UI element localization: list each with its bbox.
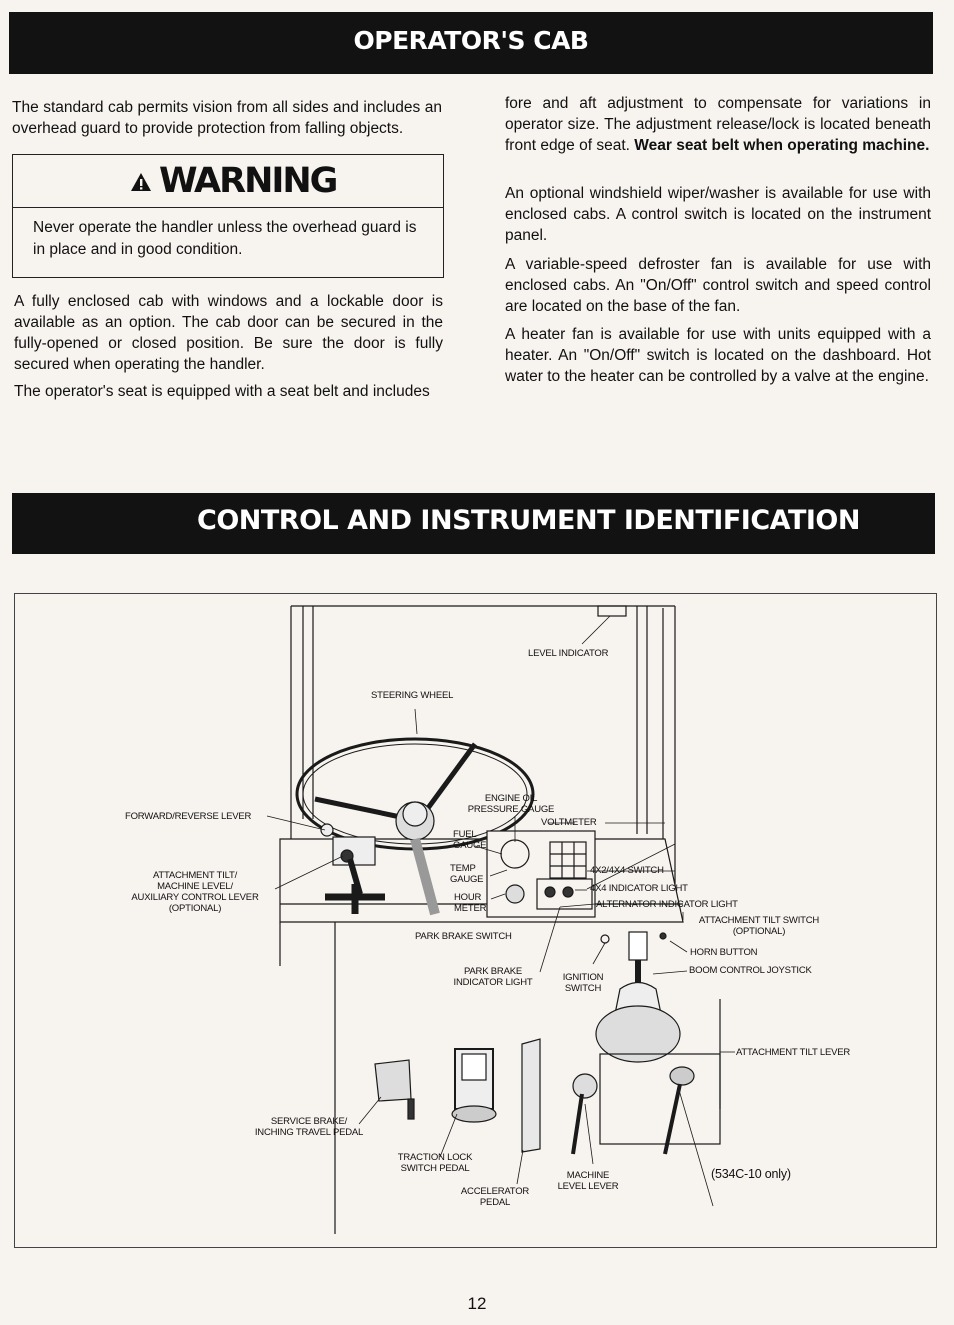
enclosed-cab-paragraph: A fully enclosed cab with windows and a … [14, 293, 443, 373]
label-horn-button: HORN BUTTON [690, 947, 758, 958]
label-boom-joystick: BOOM CONTROL JOYSTICK [689, 965, 812, 976]
seat-adjust-text: fore and aft adjustment to compensate fo… [505, 95, 931, 154]
label-attachment-tilt-control: ATTACHMENT TILT/ MACHINE LEVEL/ AUXILIAR… [120, 870, 270, 914]
cab-intro-paragraph: The standard cab permits vision from all… [12, 99, 442, 137]
label-voltmeter: VOLTMETER [541, 817, 597, 828]
label-attach-tilt-line4: (OPTIONAL) [168, 903, 222, 914]
label-engine-oil-line2: PRESSURE GAUGE [467, 804, 555, 815]
label-hour-meter: HOUR METER [454, 892, 486, 914]
cab-controls-drawing [266, 605, 735, 1234]
warning-header: WARNING [13, 155, 443, 208]
label-traction-lock-pedal: TRACTION LOCK SWITCH PEDAL [385, 1152, 485, 1174]
wiper-paragraph: An optional windshield wiper/washer is a… [505, 185, 931, 244]
label-4x4-indicator-light: 4X4 INDICATOR LIGHT [590, 883, 688, 894]
label-service-line1: SERVICE BRAKE/ [270, 1116, 348, 1127]
label-attachment-tilt-switch: ATTACHMENT TILT SWITCH (OPTIONAL) [683, 915, 835, 937]
label-temp-gauge: TEMP GAUGE [450, 863, 484, 885]
label-accel-line2: PEDAL [479, 1197, 511, 1208]
label-engine-oil-gauge: ENGINE OIL PRESSURE GAUGE [461, 793, 561, 815]
label-ignition-line2: SWITCH [564, 983, 602, 994]
label-machine-level-lever: MACHINE LEVEL LEVER [550, 1170, 626, 1192]
label-model-note: (534C-10 only) [711, 1167, 791, 1181]
label-park-brake-switch: PARK BRAKE SWITCH [415, 931, 512, 942]
label-level-indicator: LEVEL INDICATOR [528, 648, 609, 659]
operators-cab-banner: OPERATOR'S CAB [9, 12, 933, 74]
warning-text: Never operate the handler unless the ove… [33, 219, 417, 258]
label-ignition-line1: IGNITION [562, 972, 604, 983]
label-fuel-line2: GAUGE [453, 840, 487, 851]
warning-title: WARNING [159, 161, 338, 201]
label-park-ind-line1: PARK BRAKE [463, 966, 522, 977]
label-ignition-switch: IGNITION SWITCH [555, 972, 611, 994]
leader-lines [266, 615, 735, 1207]
label-4x2-4x4-switch: 4X2/4X4 SWITCH [590, 865, 664, 876]
label-attach-tilt-line2: MACHINE LEVEL/ [157, 881, 233, 892]
control-identification-figure: LEVEL INDICATOR STEERING WHEEL FORWARD/R… [14, 593, 937, 1248]
label-traction-line1: TRACTION LOCK [397, 1152, 473, 1163]
page-number: 12 [467, 1294, 487, 1313]
label-tilt-switch-line1: ATTACHMENT TILT SWITCH [698, 915, 820, 926]
label-accelerator-pedal: ACCELERATOR PEDAL [450, 1186, 540, 1208]
operators-cab-title: OPERATOR'S CAB [353, 26, 589, 55]
pedals-drawing [374, 1038, 541, 1153]
label-tilt-switch-line2: (OPTIONAL) [732, 926, 786, 937]
label-service-brake-pedal: SERVICE BRAKE/ INCHING TRAVEL PEDAL [239, 1116, 379, 1138]
label-hour-line2: METER [454, 903, 487, 914]
label-fuel-gauge: FUEL GAUGE [453, 829, 487, 851]
label-temp-line1: TEMP [450, 863, 476, 874]
label-forward-reverse-lever: FORWARD/REVERSE LEVER [125, 811, 252, 822]
left-panel-drawing [325, 836, 385, 914]
label-attach-tilt-line3: AUXILIARY CONTROL LEVER [131, 892, 259, 903]
warning-box: WARNING Never operate the handler unless… [12, 154, 444, 278]
label-alternator-indicator: ALTERNATOR INDICATOR LIGHT [596, 899, 738, 910]
seat-paragraph-start: The operator's seat is equipped with a s… [14, 383, 430, 400]
floor-levers-drawing [571, 1066, 695, 1155]
label-park-ind-line2: INDICATOR LIGHT [453, 977, 533, 988]
joystick-drawing [595, 931, 721, 1145]
defroster-paragraph: A variable-speed defroster fan is availa… [505, 256, 931, 315]
label-service-line2: INCHING TRAVEL PEDAL [254, 1127, 364, 1138]
controls-banner: CONTROL AND INSTRUMENT IDENTIFICATION [12, 493, 935, 554]
instrument-cluster-drawing [486, 830, 667, 944]
label-temp-line2: GAUGE [450, 874, 484, 885]
label-accel-line1: ACCELERATOR [460, 1186, 530, 1197]
label-fuel-line1: FUEL [453, 829, 477, 840]
seat-adjust-paragraph: fore and aft adjustment to compensate fo… [505, 93, 931, 156]
label-hour-line1: HOUR [454, 892, 482, 903]
heater-paragraph: A heater fan is available for use with u… [505, 326, 931, 385]
label-machine-level-line1: MACHINE [566, 1170, 610, 1181]
label-machine-level-line2: LEVEL LEVER [557, 1181, 619, 1192]
label-engine-oil-line1: ENGINE OIL [484, 793, 538, 804]
controls-title: CONTROL AND INSTRUMENT IDENTIFICATION [197, 505, 860, 536]
label-attachment-tilt-lever: ATTACHMENT TILT LEVER [736, 1047, 851, 1058]
seat-belt-warning: Wear seat belt when operating machine. [634, 137, 930, 154]
label-attach-tilt-line1: ATTACHMENT TILT/ [152, 870, 238, 881]
label-traction-line2: SWITCH PEDAL [400, 1163, 470, 1174]
warning-triangle-icon [131, 173, 151, 191]
steering-wheel-drawing [295, 737, 535, 916]
label-steering-wheel: STEERING WHEEL [371, 690, 454, 701]
label-park-brake-indicator: PARK BRAKE INDICATOR LIGHT [445, 966, 541, 988]
